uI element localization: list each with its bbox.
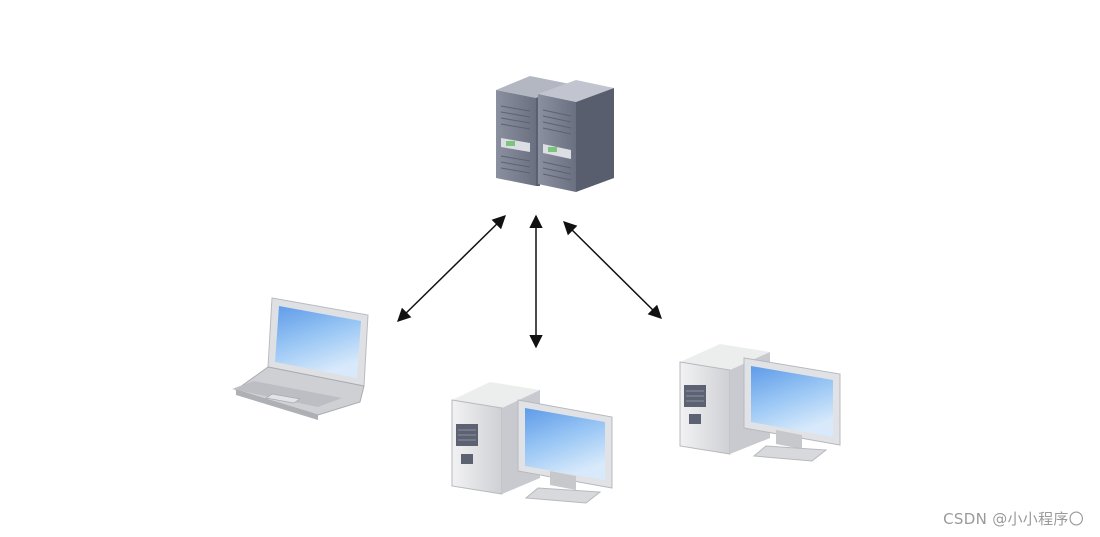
- watermark-text: CSDN @小小程序〇: [943, 510, 1084, 528]
- arrow-server-desktop-right: [563, 221, 662, 319]
- arrow-server-laptop: [397, 215, 506, 322]
- desktop-icon-right: [679, 344, 841, 462]
- connection-arrows: [397, 214, 662, 349]
- server-icon: [496, 76, 614, 192]
- laptop-icon: [232, 297, 369, 420]
- desktop-icon-center: [451, 382, 613, 504]
